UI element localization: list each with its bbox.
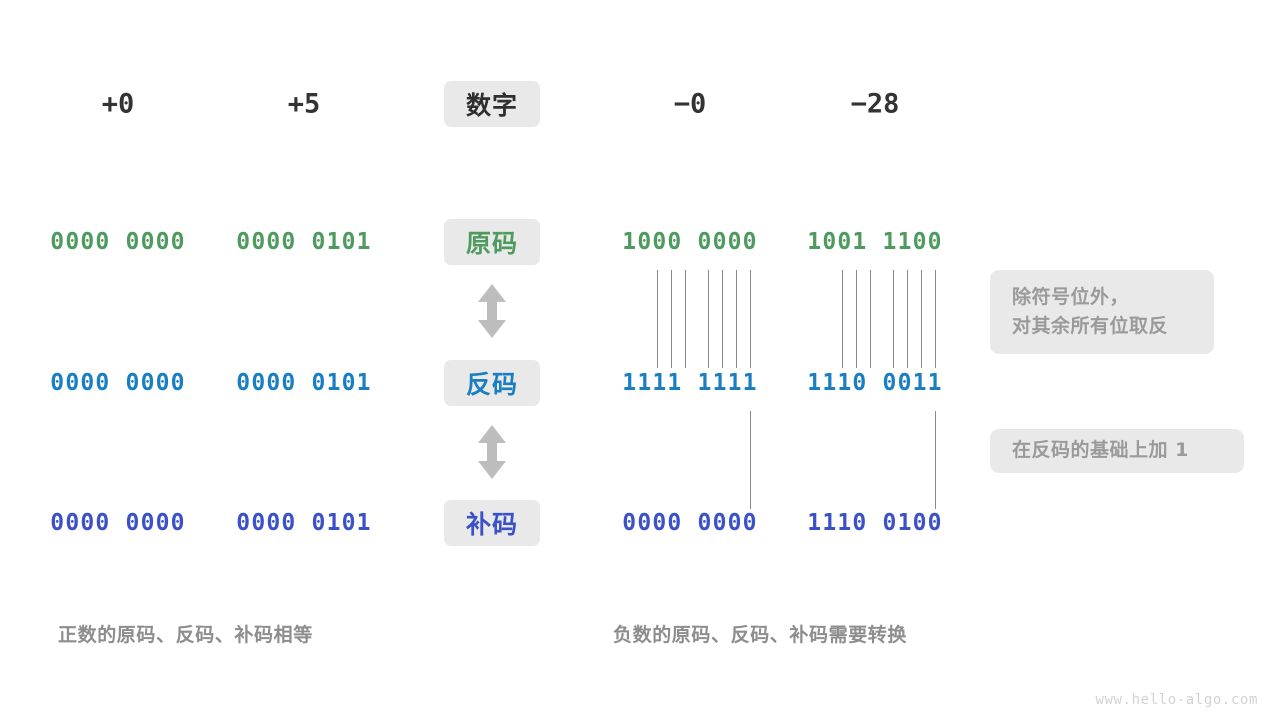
- arrow-updown-icon-sign-to-ones: [475, 283, 509, 343]
- ones-complement-pos5: 0000 0101: [236, 370, 372, 396]
- note-invert-bits: 除符号位外， 对其余所有位取反: [990, 270, 1214, 354]
- sign-magnitude-pos5: 0000 0101: [236, 229, 372, 255]
- connector-line: [856, 270, 858, 368]
- header-value-neg28: −28: [850, 88, 900, 120]
- ones-complement-neg28: 1110 0011: [807, 370, 943, 396]
- connector-line: [657, 270, 659, 368]
- ones-complement-pos0: 0000 0000: [50, 370, 186, 396]
- connector-line: [935, 411, 937, 509]
- header-value-neg0: −0: [673, 88, 707, 120]
- note-add-one: 在反码的基础上加 1: [990, 429, 1244, 473]
- twos-complement-neg0: 0000 0000: [622, 510, 758, 536]
- connector-line: [907, 270, 909, 368]
- note-invert-bits-line-1: 除符号位外，: [1012, 285, 1130, 308]
- watermark: www.hello-algo.com: [1095, 692, 1258, 708]
- connector-line: [870, 270, 872, 368]
- connector-line: [685, 270, 687, 368]
- row-label-number: 数字: [444, 81, 540, 127]
- row-label-ones-complement: 反码: [444, 360, 540, 406]
- header-value-pos5: +5: [287, 88, 321, 120]
- connector-line: [750, 411, 752, 509]
- arrow-updown-icon-ones-to-twos: [475, 424, 509, 484]
- twos-complement-neg28: 1110 0100: [807, 510, 943, 536]
- row-label-sign-magnitude: 原码: [444, 219, 540, 265]
- sign-magnitude-neg28: 1001 1100: [807, 229, 943, 255]
- connector-line: [708, 270, 710, 368]
- caption-positive: 正数的原码、反码、补码相等: [58, 624, 313, 646]
- connector-line: [935, 270, 937, 368]
- sign-magnitude-pos0: 0000 0000: [50, 229, 186, 255]
- header-value-pos0: +0: [101, 88, 135, 120]
- connector-line: [750, 270, 752, 368]
- ones-complement-neg0: 1111 1111: [622, 370, 758, 396]
- connector-line: [671, 270, 673, 368]
- connector-line: [736, 270, 738, 368]
- sign-magnitude-neg0: 1000 0000: [622, 229, 758, 255]
- twos-complement-pos5: 0000 0101: [236, 510, 372, 536]
- caption-negative: 负数的原码、反码、补码需要转换: [613, 624, 908, 646]
- twos-complement-pos0: 0000 0000: [50, 510, 186, 536]
- row-label-twos-complement: 补码: [444, 500, 540, 546]
- connector-line: [893, 270, 895, 368]
- connector-line: [722, 270, 724, 368]
- note-add-one-line-1: 在反码的基础上加 1: [1012, 439, 1189, 462]
- connector-line: [921, 270, 923, 368]
- connector-line: [842, 270, 844, 368]
- note-invert-bits-line-2: 对其余所有位取反: [1012, 315, 1169, 337]
